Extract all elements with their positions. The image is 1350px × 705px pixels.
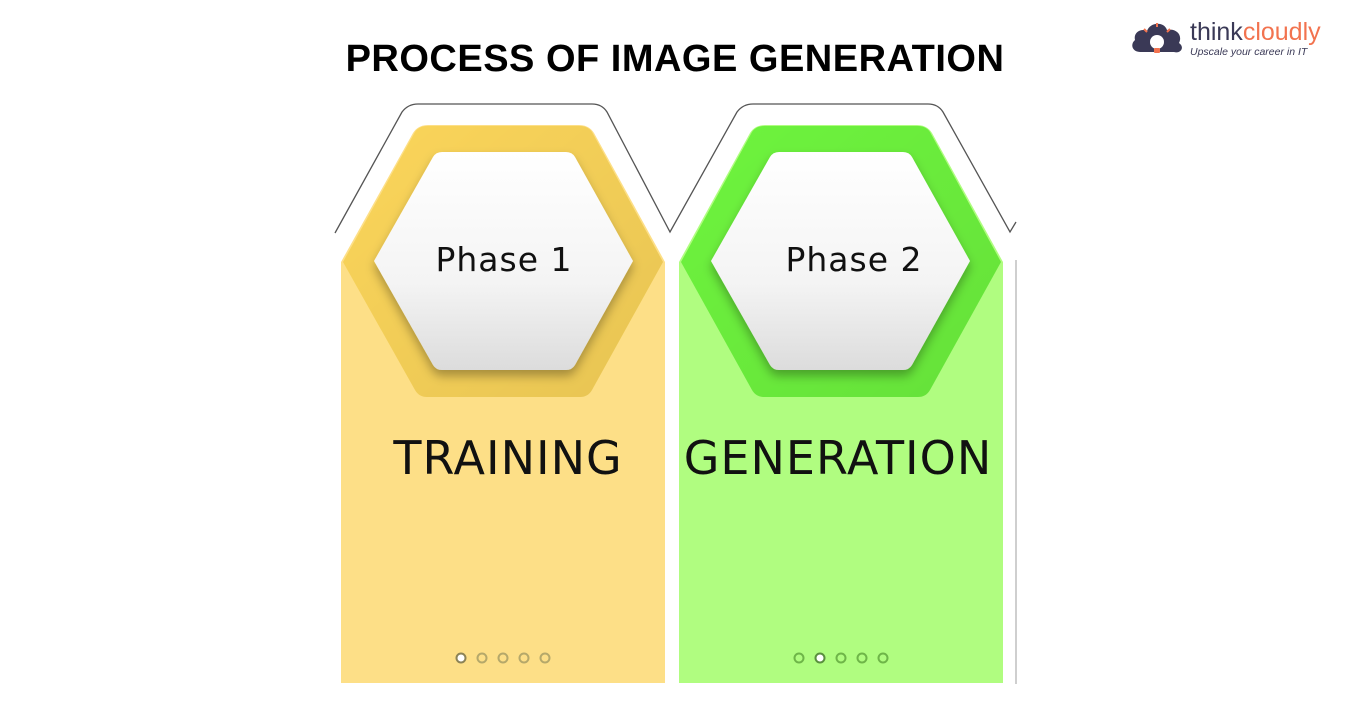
card-outline [334, 103, 1017, 234]
logo-name-accent: cloudly [1242, 18, 1321, 46]
pager-dot [476, 652, 488, 664]
stage-training-label: TRAINING [393, 431, 623, 485]
logo-wordmark: thinkcloudly [1190, 18, 1321, 47]
card-1-pager [455, 652, 551, 664]
stage-generation-label: GENERATION [683, 431, 993, 485]
pager-dot [814, 652, 826, 664]
page-title: PROCESS OF IMAGE GENERATION [345, 38, 1005, 80]
pager-dot [497, 652, 509, 664]
cloud-bulb-icon [1132, 23, 1182, 53]
card-1-hex-inner [374, 152, 633, 370]
pager-dot [518, 652, 530, 664]
pager-dot [856, 652, 868, 664]
logo-tagline: Upscale your career in IT [1190, 46, 1308, 58]
thinkcloudly-logo: thinkcloudly Upscale your career in IT [1130, 16, 1340, 62]
pager-dot [455, 652, 467, 664]
pager-dot [793, 652, 805, 664]
card-phase-2 [679, 125, 1003, 683]
phase-2-label: Phase 2 [785, 240, 923, 279]
card-phase-1 [341, 125, 665, 683]
logo-name-dark: think [1190, 18, 1243, 46]
card-2-pager [793, 652, 889, 664]
pager-dot [877, 652, 889, 664]
pager-dot [539, 652, 551, 664]
pager-dot [835, 652, 847, 664]
card-2-hex-inner [711, 152, 970, 370]
phase-1-label: Phase 1 [435, 240, 573, 279]
